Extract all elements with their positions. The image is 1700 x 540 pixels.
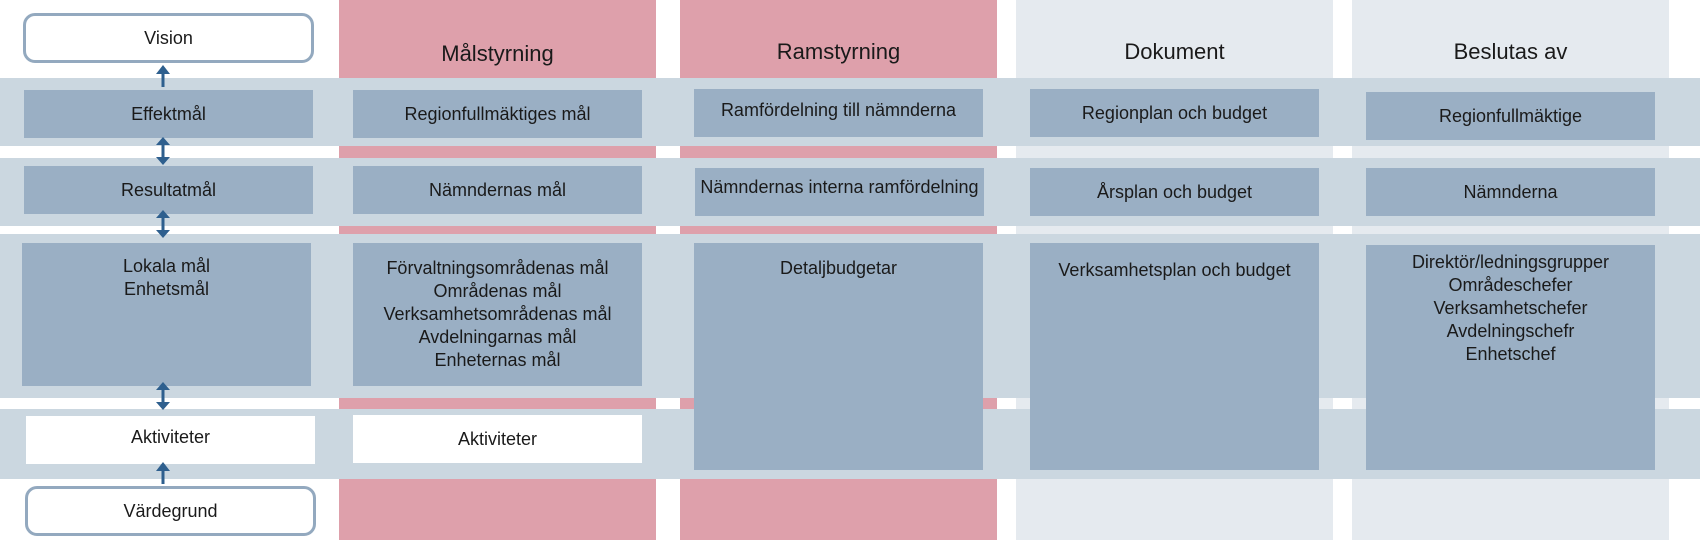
direktor-box: Direktör/ledningsgrupper Områdeschefer V… bbox=[1366, 245, 1655, 470]
namndernas-mal-box: Nämndernas mål bbox=[353, 166, 642, 214]
beslutas-row3-line: Verksamhetschefer bbox=[1433, 298, 1588, 318]
header-ramstyrning: Ramstyrning bbox=[776, 39, 901, 64]
arrow-up-icon bbox=[156, 462, 170, 484]
vision-pill: Vision bbox=[23, 13, 314, 63]
header-beslutas-av: Beslutas av bbox=[1453, 39, 1568, 64]
regionfullmaktige-box: Regionfullmäktige bbox=[1366, 92, 1655, 140]
header-dokument: Dokument bbox=[1124, 39, 1225, 64]
beslutas-row3-line: Områdeschefer bbox=[1448, 275, 1573, 295]
aktiviteter-box: Aktiviteter bbox=[26, 416, 315, 464]
malstyrning-row3-line: Verksamhetsområdenas mål bbox=[383, 304, 612, 324]
ramfordelning-box: Ramfördelning till nämnderna bbox=[694, 89, 983, 137]
double-arrow-icon bbox=[156, 382, 170, 410]
double-arrow-icon bbox=[156, 137, 170, 165]
resultatmal-box: Resultatmål bbox=[24, 166, 313, 214]
malstyrning-row3-line: Avdelningarnas mål bbox=[418, 327, 577, 347]
enhetsmal-text: Enhetsmål bbox=[123, 279, 210, 299]
malstyrning-row3-line: Förvaltningsområdenas mål bbox=[386, 258, 609, 278]
beslutas-row3-line: Enhetschef bbox=[1465, 344, 1556, 364]
malstyrning-aktiviteter-box: Aktiviteter bbox=[353, 415, 642, 463]
lokala-mal-box: Lokala mål Enhetsmål bbox=[22, 243, 311, 386]
beslutas-row3-line: Avdelningschefr bbox=[1446, 321, 1575, 341]
header-malstyrning: Målstyrning bbox=[441, 41, 554, 66]
interna-ramfordelning-box: Nämndernas interna ramfördelning bbox=[695, 168, 984, 216]
malstyrning-row3-line: Enheternas mål bbox=[434, 350, 561, 370]
arsplan-box: Årsplan och budget bbox=[1030, 168, 1319, 216]
vardegrund-pill: Värdegrund bbox=[25, 486, 316, 536]
double-arrow-icon bbox=[156, 210, 170, 238]
malstyrning-row3-line: Områdenas mål bbox=[433, 281, 562, 301]
regionfullmaktiges-mal-box: Regionfullmäktiges mål bbox=[353, 90, 642, 138]
arrow-up-icon bbox=[156, 65, 170, 87]
verksamhetsplan-box: Verksamhetsplan och budget bbox=[1030, 243, 1319, 470]
namnderna-box: Nämnderna bbox=[1366, 168, 1655, 216]
effektmal-box: Effektmål bbox=[24, 90, 313, 138]
detaljbudgetar-box: Detaljbudgetar bbox=[694, 243, 983, 470]
forvaltningsomraden-mal-box: Förvaltningsområdenas mål Områdenas mål … bbox=[353, 243, 642, 386]
regionplan-box: Regionplan och budget bbox=[1030, 89, 1319, 137]
lokala-mal-text: Lokala mål bbox=[122, 256, 211, 276]
beslutas-row3-line: Direktör/ledningsgrupper bbox=[1411, 252, 1610, 272]
